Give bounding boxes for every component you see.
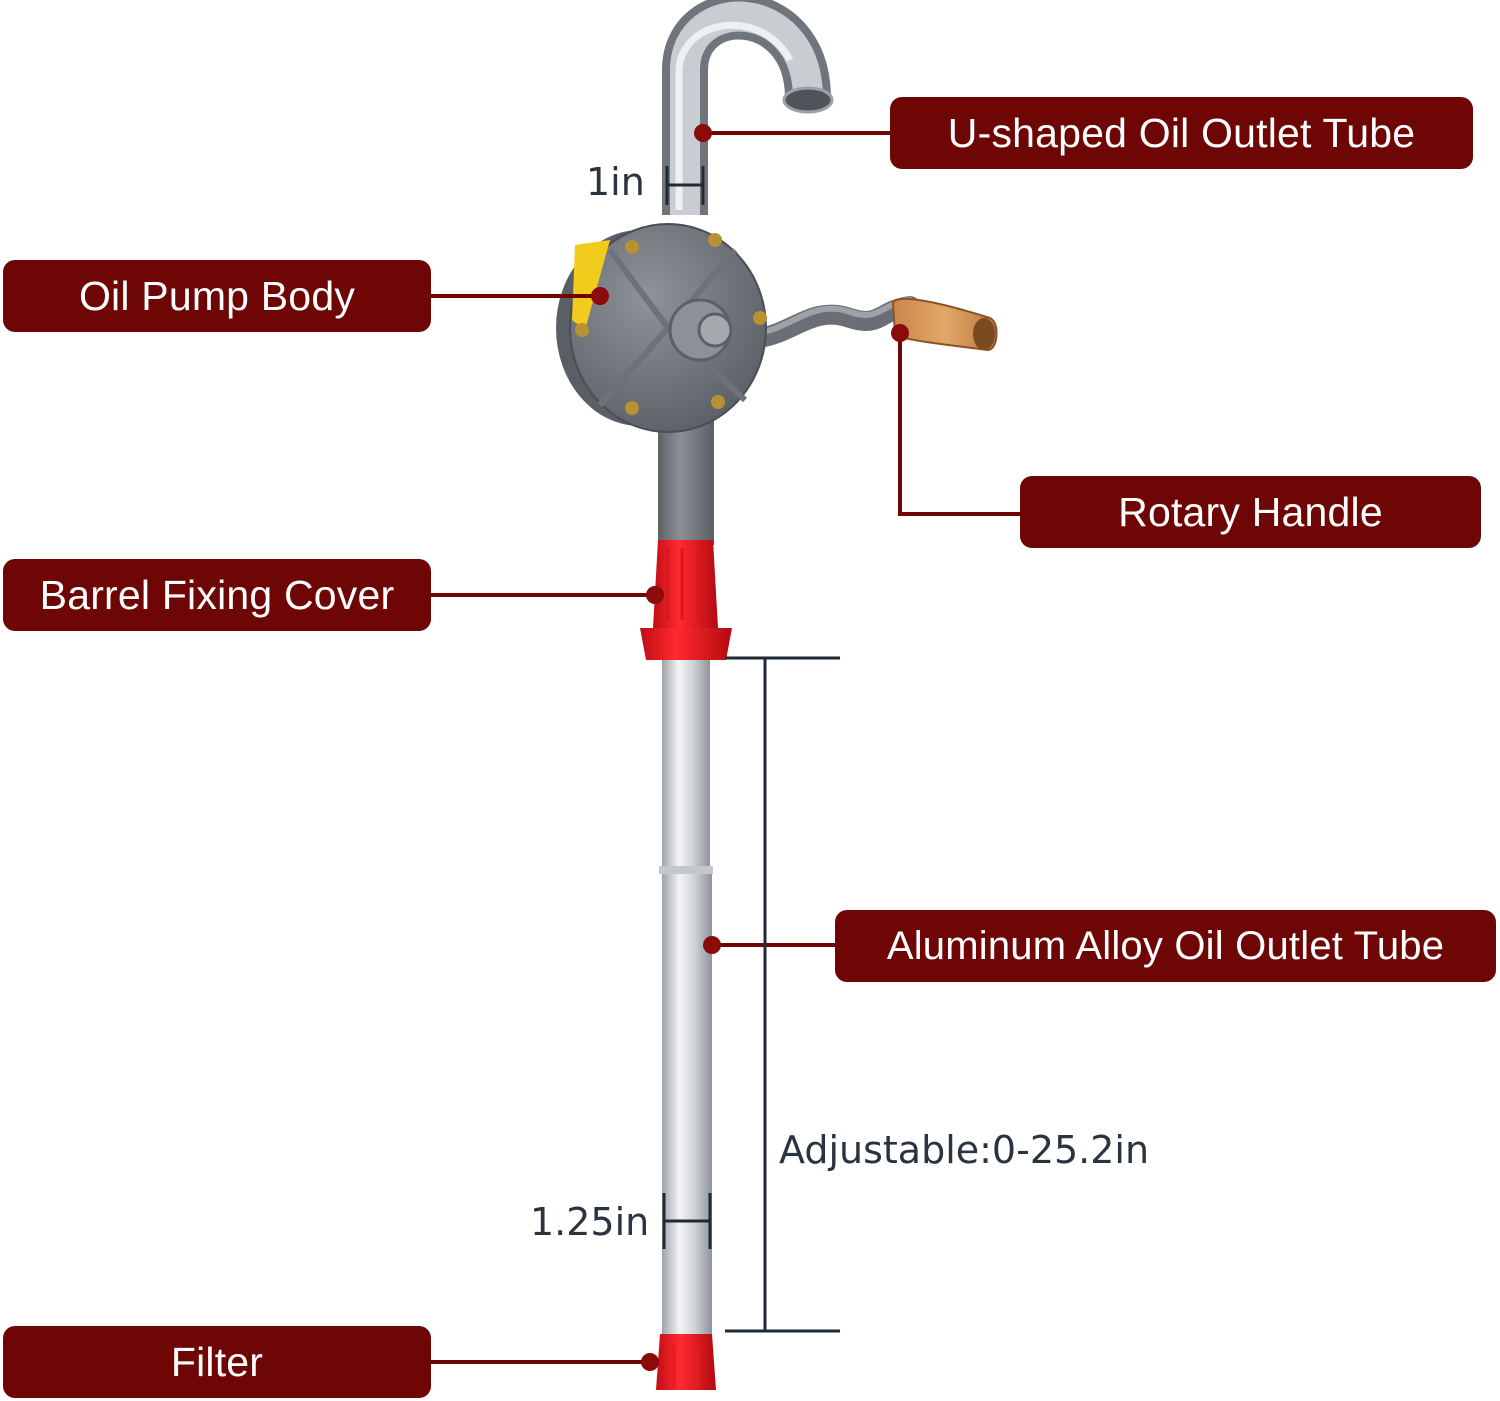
label-oil-pump-body: Oil Pump Body — [3, 260, 431, 332]
leader-dots — [591, 124, 909, 1371]
label-aluminum-alloy-oil-outlet-tube: Aluminum Alloy Oil Outlet Tube — [835, 910, 1496, 982]
dimension-top-tube-diameter: 1in — [586, 160, 645, 204]
filter — [656, 1334, 716, 1390]
aluminum-tube-lower — [662, 874, 712, 1354]
barrel-fixing-cover — [640, 540, 732, 660]
dimension-lines — [662, 166, 840, 1333]
dim-lower-tube — [662, 1193, 712, 1249]
oil-pump-body — [556, 223, 767, 433]
leader-rotary-handle — [898, 333, 1020, 516]
dim-top-tube — [665, 166, 705, 205]
u-shaped-outlet-tube — [662, 0, 834, 215]
leader-lines — [430, 131, 1020, 1364]
dim-adjustable-length — [725, 656, 840, 1333]
label-u-shaped-oil-outlet-tube: U-shaped Oil Outlet Tube — [890, 97, 1473, 169]
label-filter: Filter — [3, 1326, 431, 1398]
aluminum-tube-upper — [662, 660, 710, 870]
label-rotary-handle: Rotary Handle — [1020, 476, 1481, 548]
label-barrel-fixing-cover: Barrel Fixing Cover — [3, 559, 431, 631]
dimension-lower-tube-diameter: 1.25in — [530, 1200, 650, 1244]
dimension-adjustable-length: Adjustable:0-25.2in — [779, 1128, 1150, 1172]
